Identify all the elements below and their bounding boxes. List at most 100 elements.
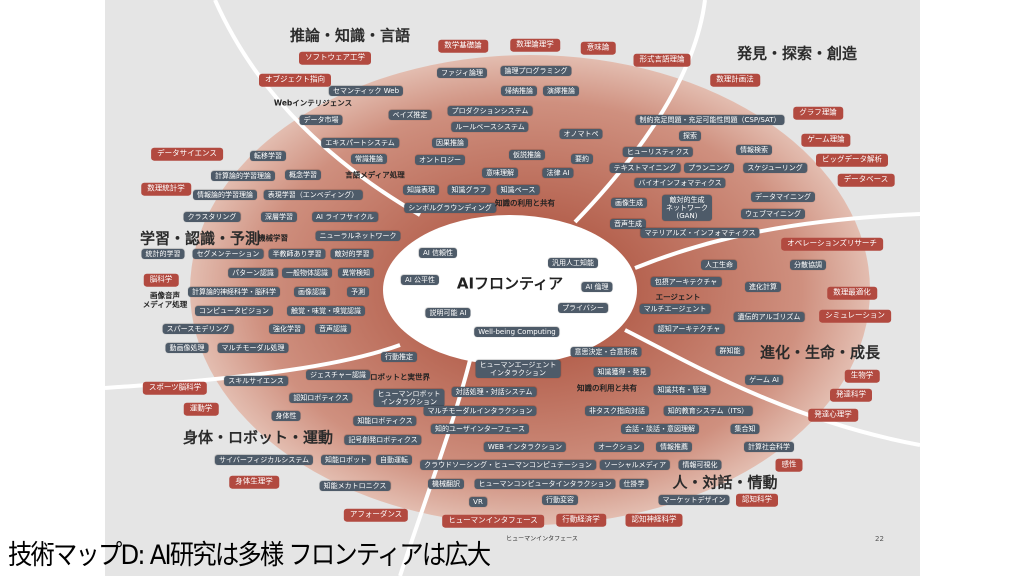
topic-tag: 情報推薦	[656, 441, 692, 453]
field-tag: 感性	[775, 458, 803, 472]
region-heading: 身体・ロボット・運動	[182, 428, 334, 447]
topic-tag: 遺伝的アルゴリズム	[733, 311, 805, 323]
topic-tag: シンボルグラウンディング	[404, 202, 496, 214]
frontier-topic-tag: AI 公平性	[400, 274, 440, 286]
topic-tag: 知識表現	[403, 184, 439, 196]
field-tag: 生物学	[844, 369, 880, 383]
frontier-topic-tag: AI 倫理	[581, 281, 613, 293]
slide-title: 技術マップD: AI研究は多様 フロンティアは広大	[8, 540, 491, 571]
topic-tag: WEB インタラクション	[483, 441, 567, 453]
topic-tag: 知能ロボティクス	[353, 415, 417, 427]
page-number: 22	[875, 535, 884, 543]
field-tag: グラフ理論	[793, 106, 843, 120]
topic-tag: 計算論的神経科学・脳科学	[188, 286, 280, 298]
topic-tag: 情報検索	[736, 144, 772, 156]
topic-tag: 意思決定・合意形成	[570, 346, 642, 358]
topic-tag: テキストマイニング	[609, 162, 681, 174]
topic-tag: 制約充足問題・充足可能性問題（CSP/SAT）	[635, 114, 785, 126]
field-tag: 数理最適化	[827, 286, 877, 300]
topic-tag: プランニング	[684, 162, 734, 174]
topic-tag: セマンティック Web	[328, 85, 404, 97]
field-tag: ビッグデータ解析	[816, 153, 888, 167]
topic-tag: 非タスク指向対話	[585, 405, 649, 417]
topic-tag: データマイニング	[751, 191, 815, 203]
topic-tag: 法律 AI	[542, 167, 574, 179]
frontier-title: AIフロンティア	[456, 274, 564, 293]
topic-tag: 論理プログラミング	[500, 65, 572, 77]
topic-tag: ヒューリスティクス	[622, 146, 694, 158]
topic-tag: 触覚・味覚・嗅覚認識	[287, 305, 365, 317]
topic-tag: 知識獲得・発見	[593, 366, 651, 378]
topic-tag: ソーシャルメディア	[599, 459, 671, 471]
topic-tag: 知的教育システム（ITS）	[663, 405, 753, 417]
topic-tag: 音声生成	[610, 218, 646, 230]
topic-tag: 深層学習	[261, 211, 297, 223]
topic-tag: 強化学習	[269, 323, 305, 335]
topic-tag: 知識共有・管理	[653, 384, 711, 396]
frontier-topic-tag: プライバシー	[558, 302, 608, 314]
topic-tag: 要約	[571, 153, 593, 165]
topic-tag: エキスパートシステム	[321, 137, 399, 149]
topic-tag: 機械翻訳	[428, 478, 464, 490]
subregion-label: 機械学習	[258, 233, 288, 243]
region-heading: 推論・知識・言語	[289, 26, 411, 45]
subregion-label: Webインテリジェンス	[273, 98, 353, 108]
topic-tag: 身体性	[271, 410, 301, 422]
field-tag: アフォーダンス	[343, 508, 409, 522]
topic-tag: 知的ユーザインターフェース	[430, 423, 530, 435]
field-tag: ゲーム理論	[801, 133, 851, 147]
topic-tag: スパースモデリング	[162, 323, 234, 335]
topic-tag: 知識ベース	[496, 184, 540, 196]
topic-tag: 群知能	[715, 345, 745, 357]
slide: ソフトウェア工学オブジェクト指向数学基礎論数理論理学意味論形式言語理論数理計画法…	[105, 0, 920, 576]
topic-tag: ウェブマイニング	[741, 208, 805, 220]
topic-tag: 表現学習（エンベディング）	[263, 189, 363, 201]
subregion-label: 知識の利用と共有	[495, 198, 555, 208]
region-heading: 進化・生命・成長	[759, 343, 881, 362]
topic-tag: 動画像処理	[165, 342, 209, 354]
topic-tag: クラスタリング	[183, 211, 241, 223]
topic-tag: 集合知	[730, 423, 760, 435]
topic-tag: 演繹推論	[543, 85, 579, 97]
topic-tag: VR	[469, 496, 487, 508]
topic-tag: 一般物体認識	[282, 267, 332, 279]
topic-tag: 探索	[679, 130, 701, 142]
field-tag: 脳科学	[143, 273, 179, 287]
topic-tag: マーケットデザイン	[658, 494, 730, 506]
topic-tag: 計算論的学習理論	[211, 170, 275, 182]
frontier-topic-tag: AI 信頼性	[418, 247, 458, 259]
field-tag: スポーツ脳科学	[142, 381, 208, 395]
topic-tag: 異常検知	[338, 267, 374, 279]
topic-tag: スケジューリング	[743, 162, 807, 174]
field-tag: 形式言語理論	[633, 53, 691, 67]
topic-tag: 対話処理・対話システム	[451, 386, 537, 398]
topic-tag: 仕掛学	[619, 478, 649, 490]
subregion-label: 画像音声 メディア処理	[142, 291, 188, 309]
field-tag: 発達科学	[830, 388, 872, 402]
region-heading: 学習・認識・予測	[139, 229, 261, 248]
topic-tag: マルチモーダルインタラクション	[423, 405, 537, 417]
field-tag: 認知科学	[736, 493, 778, 507]
frontier-topic-tag: Well-being Computing	[474, 326, 560, 338]
topic-tag: AI ライフサイクル	[312, 211, 378, 223]
topic-tag: 会話・談話・意図理解	[621, 423, 699, 435]
topic-tag: 人工生命	[701, 259, 737, 271]
topic-tag: マルチエージェント	[639, 303, 711, 315]
topic-tag: 行動推定	[381, 351, 417, 363]
field-tag: 認知神経科学	[625, 513, 683, 527]
field-tag: 意味論	[580, 41, 616, 55]
field-tag: 数理論理学	[510, 38, 560, 52]
topic-tag: セグメンテーション	[192, 248, 264, 260]
topic-tag: サイバーフィジカルシステム	[214, 454, 314, 466]
subregion-label: ロボットと実世界	[370, 372, 430, 382]
topic-tag: ベイズ推定	[388, 109, 432, 121]
topic-tag: 進化計算	[745, 281, 781, 293]
subregion-label: 言語メディア処理	[345, 170, 405, 180]
topic-tag: ファジィ論理	[437, 67, 487, 79]
field-tag: 身体生理学	[229, 475, 279, 489]
bottom-note: ヒューマンインタフェース	[506, 535, 578, 543]
subregion-label: 知識の利用と共有	[577, 383, 637, 393]
topic-tag: 記号創発ロボティクス	[344, 434, 422, 446]
topic-tag: ジェスチャー認識	[306, 369, 370, 381]
topic-tag: 画像生成	[611, 197, 647, 209]
